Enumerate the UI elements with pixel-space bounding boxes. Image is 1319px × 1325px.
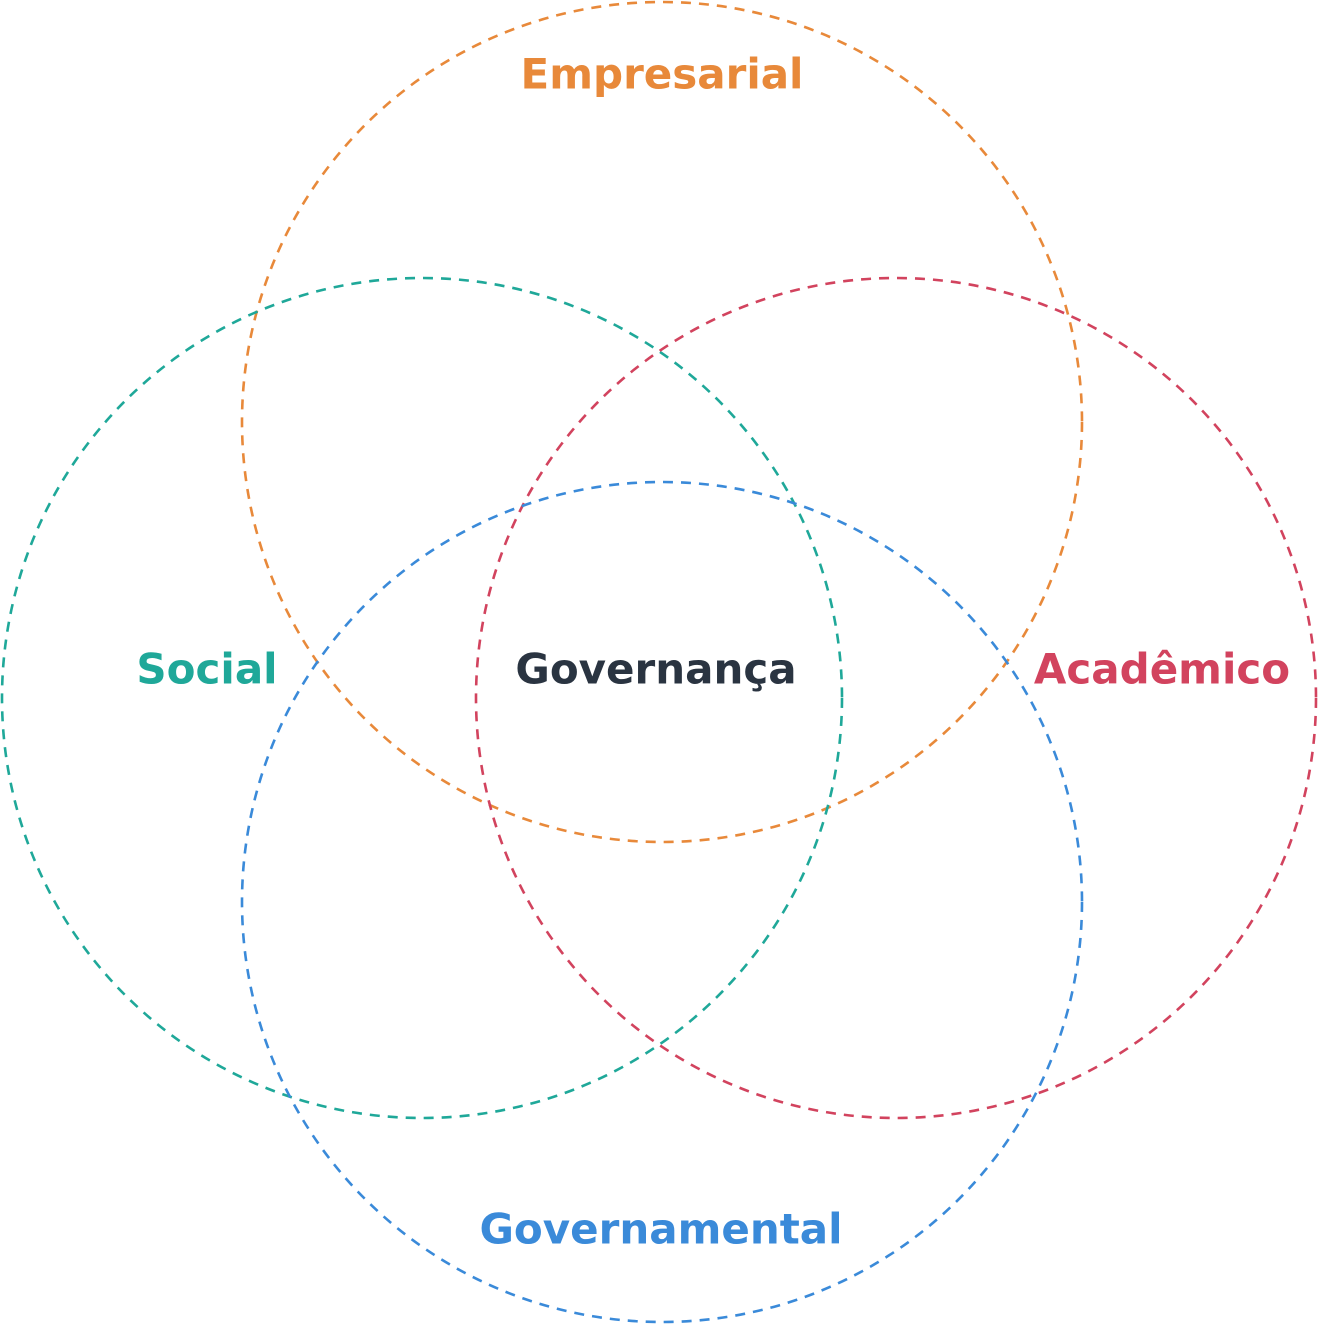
empresarial-circle xyxy=(240,0,1084,844)
academico-circle xyxy=(474,276,1318,1120)
governamental-label: Governamental xyxy=(479,1205,842,1254)
governamental-circle xyxy=(240,480,1084,1324)
social-circle xyxy=(0,276,844,1120)
social-label: Social xyxy=(136,645,277,694)
academico-label: Acadêmico xyxy=(1034,645,1290,694)
empresarial-label: Empresarial xyxy=(521,50,804,99)
governanca-center-label: Governança xyxy=(515,645,796,694)
